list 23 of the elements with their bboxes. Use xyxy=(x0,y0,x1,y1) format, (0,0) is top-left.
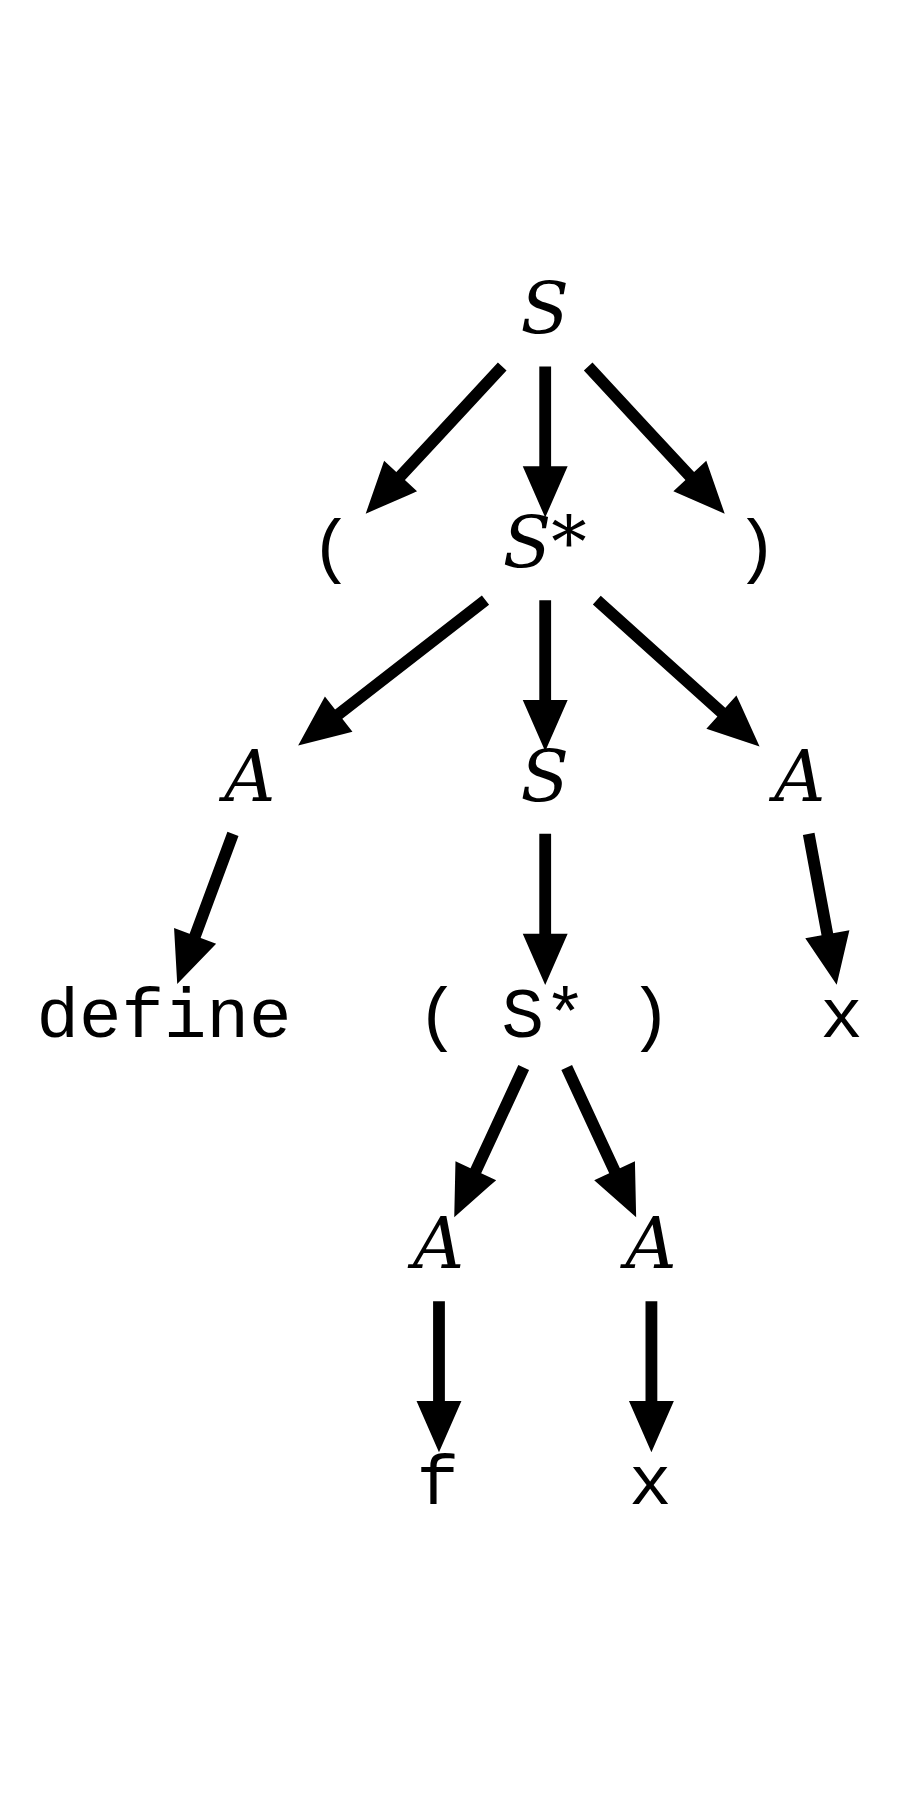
arrow xyxy=(802,832,850,985)
arrow xyxy=(522,599,568,751)
node-text: ( S* ) xyxy=(416,977,672,1058)
node-text: S* xyxy=(502,500,587,584)
arrow xyxy=(416,1300,462,1452)
arrow xyxy=(522,366,568,518)
arrow xyxy=(298,595,490,746)
node-text: x xyxy=(820,977,863,1058)
arrow xyxy=(365,362,507,514)
node-text: f xyxy=(416,1444,460,1525)
arrow xyxy=(454,1064,530,1217)
arrow xyxy=(174,831,239,984)
node-text: S xyxy=(520,266,569,350)
arrow xyxy=(592,595,760,746)
node-text: x xyxy=(628,1444,672,1525)
node-text: define xyxy=(36,977,292,1058)
arrow xyxy=(583,362,725,514)
arrow xyxy=(628,1300,674,1452)
arrow xyxy=(522,833,568,985)
node-text: ) xyxy=(735,509,778,590)
node-text: S xyxy=(520,734,569,818)
arrow xyxy=(561,1064,637,1217)
node-text: ( xyxy=(310,509,353,590)
